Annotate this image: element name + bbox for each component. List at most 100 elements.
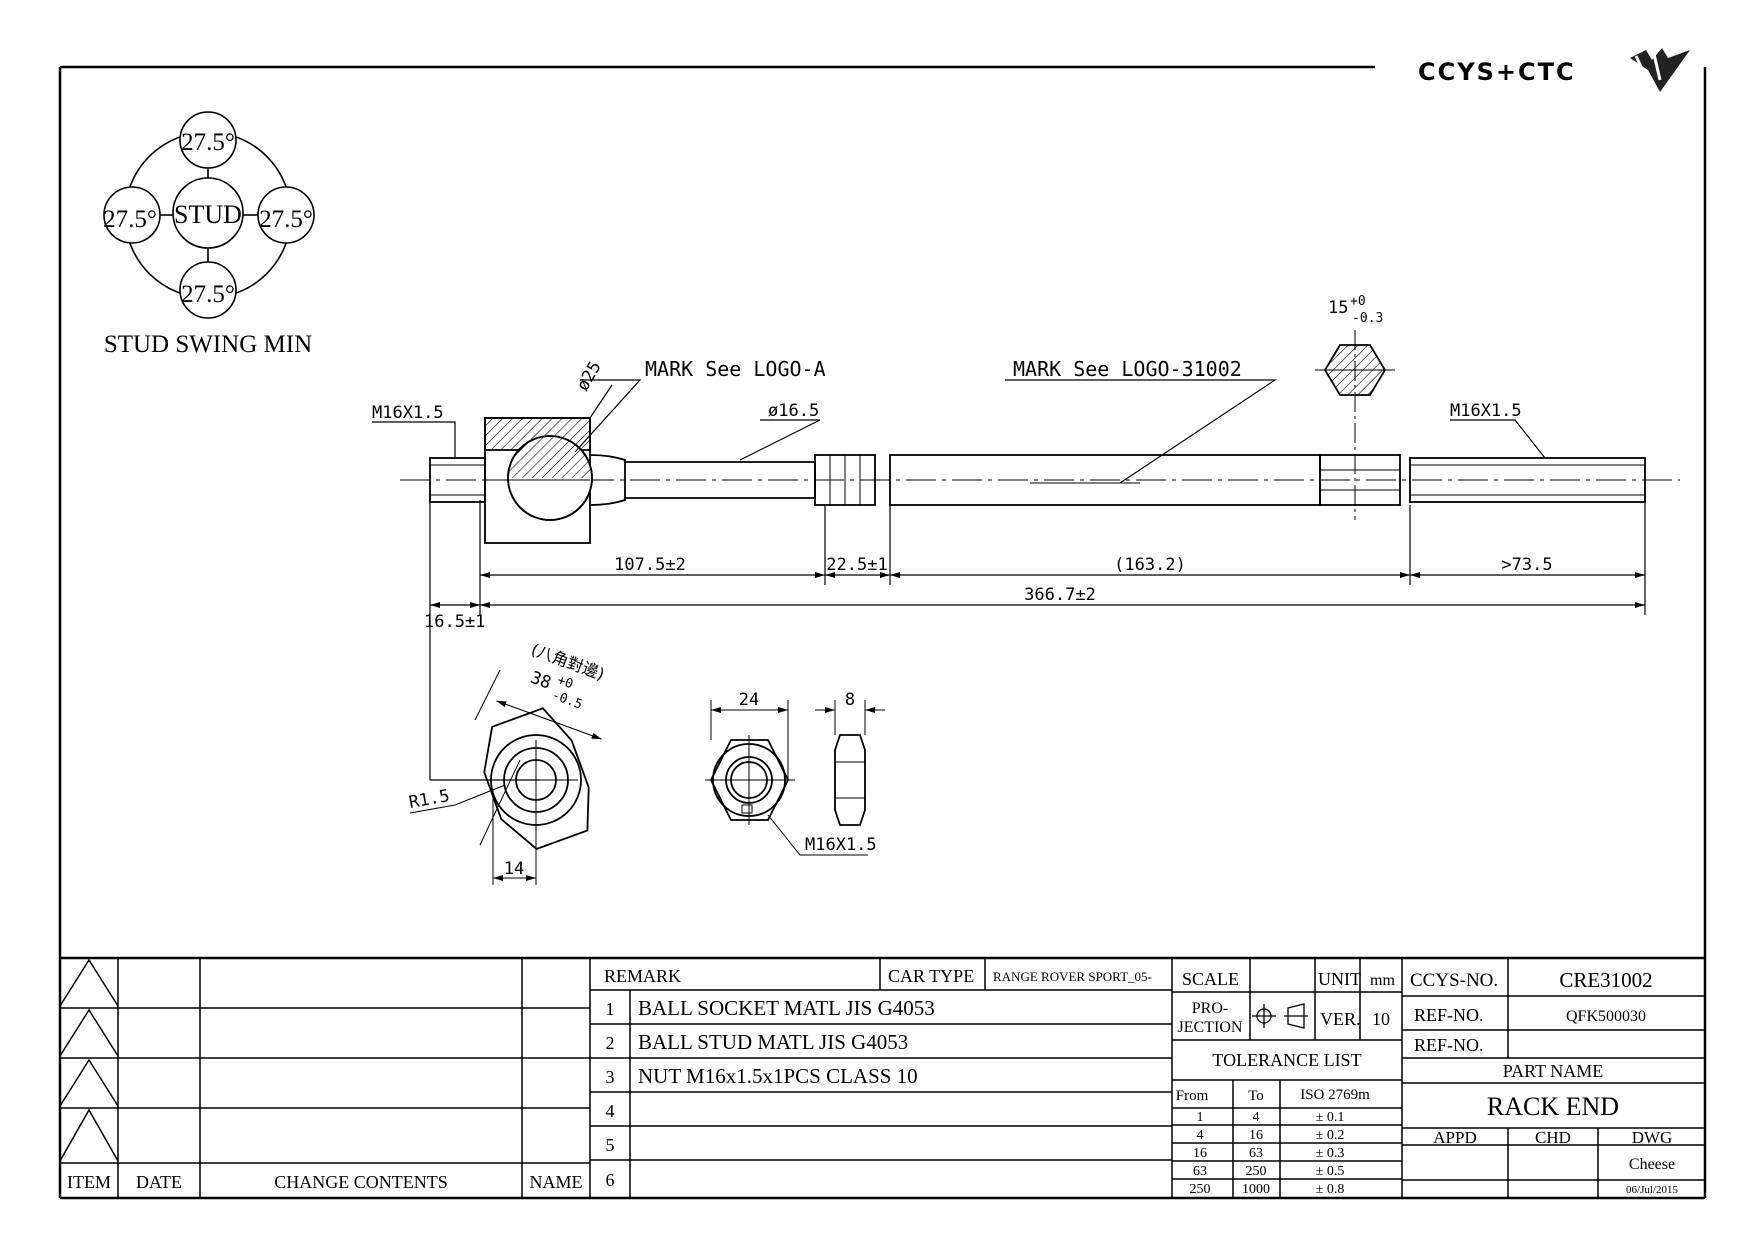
tol-row-3-from: 16 bbox=[1193, 1146, 1207, 1161]
scale-label: SCALE bbox=[1182, 969, 1239, 989]
mark-a-label: MARK See LOGO-A bbox=[645, 357, 826, 381]
tolerance-content: SCALE UNIT mm PRO- JECTION VER. 10 TOLER… bbox=[1176, 969, 1396, 1197]
tol-row-4-from: 63 bbox=[1193, 1164, 1207, 1179]
header-name: NAME bbox=[530, 1172, 583, 1192]
tol-row-2-to: 16 bbox=[1249, 1128, 1263, 1143]
remark-label: REMARK bbox=[604, 966, 681, 986]
ccys-no-label: CCYS-NO. bbox=[1410, 970, 1498, 991]
ref-no2-label: REF-NO. bbox=[1414, 1035, 1484, 1055]
tol-header-iso: ISO 2769m bbox=[1300, 1087, 1370, 1103]
part-name-label: PART NAME bbox=[1503, 1061, 1603, 1081]
octagon-tol-upper: +0 bbox=[555, 673, 575, 692]
ref-no-label: REF-NO. bbox=[1414, 1005, 1484, 1025]
radius-label: R1.5 bbox=[407, 786, 451, 813]
stud-swing-labels: STUD 27.5° 27.5° 27.5° 27.5° STUD SWING … bbox=[103, 129, 313, 358]
octagon-end-view bbox=[409, 669, 602, 885]
flat-tol-upper: +0 bbox=[1350, 294, 1366, 309]
tol-row-2-value: ± 0.2 bbox=[1316, 1128, 1345, 1143]
tol-row-3-to: 63 bbox=[1249, 1146, 1263, 1161]
ver-value: 10 bbox=[1372, 1009, 1390, 1029]
octagon-labels: (八角對邊) 38 +0 -0.5 R1.5 14 bbox=[407, 640, 607, 879]
remark-no-6: 6 bbox=[606, 1170, 615, 1190]
flat-label: 15 bbox=[1328, 298, 1348, 318]
octagon-size: 38 bbox=[528, 668, 554, 694]
remark-no-4: 4 bbox=[606, 1101, 615, 1121]
logo-text: CCYS+CTC bbox=[1418, 58, 1576, 86]
revision-headers: ITEM DATE CHANGE CONTENTS NAME bbox=[67, 1172, 583, 1192]
chd-label: CHD bbox=[1535, 1128, 1571, 1147]
drawing-date: 06/Jul/2015 bbox=[1626, 1184, 1678, 1196]
mark-b-label: MARK See LOGO-31002 bbox=[1013, 357, 1242, 381]
appd-label: APPD bbox=[1433, 1128, 1476, 1147]
slot-label: 14 bbox=[504, 859, 524, 879]
tol-row-2-from: 4 bbox=[1197, 1128, 1204, 1143]
swing-angle-top: 27.5° bbox=[181, 129, 235, 156]
dim-total: 366.7±2 bbox=[1024, 585, 1096, 605]
dim-107-5: 107.5±2 bbox=[614, 555, 686, 575]
thread-right-label: M16X1.5 bbox=[1450, 401, 1522, 421]
unit-value: mm bbox=[1370, 972, 1395, 989]
nut-views bbox=[705, 700, 885, 856]
stud-swing-caption: STUD SWING MIN bbox=[104, 331, 312, 358]
remarks-table bbox=[590, 956, 1173, 1198]
drawing-frame bbox=[58, 65, 1707, 1200]
dwg-label: DWG bbox=[1632, 1128, 1673, 1147]
shaft-dia-label: ø16.5 bbox=[768, 401, 819, 421]
tol-row-1-value: ± 0.1 bbox=[1316, 1110, 1345, 1125]
header-date: DATE bbox=[136, 1172, 182, 1192]
nut-thread-label: M16X1.5 bbox=[805, 835, 877, 855]
flat-tol-lower: -0.3 bbox=[1352, 311, 1383, 326]
stud-swing-diagram bbox=[103, 111, 315, 319]
swing-angle-bottom: 27.5° bbox=[181, 281, 235, 308]
tol-header-to: To bbox=[1248, 1088, 1264, 1104]
title-block-content: CCYS-NO. CRE31002 REF-NO. QFK500030 REF-… bbox=[1410, 968, 1678, 1196]
nut-width-label: 24 bbox=[739, 690, 759, 710]
rack-end-side-view bbox=[400, 330, 1680, 544]
tolerance-title: TOLERANCE LIST bbox=[1212, 1050, 1361, 1070]
remark-text-3: NUT M16x1.5x1PCS CLASS 10 bbox=[638, 1064, 918, 1088]
tol-row-4-value: ± 0.5 bbox=[1316, 1164, 1345, 1179]
dim-163-2: (163.2) bbox=[1114, 555, 1186, 575]
car-type-value: RANGE ROVER SPORT_05- bbox=[993, 969, 1152, 984]
nut-thickness-label: 8 bbox=[845, 690, 855, 710]
remark-no-3: 3 bbox=[606, 1067, 615, 1087]
dim-22-5: 22.5±1 bbox=[826, 555, 887, 575]
projection-symbol-icon bbox=[1252, 1003, 1308, 1029]
unit-label: UNIT bbox=[1318, 969, 1361, 989]
dimension-lines bbox=[372, 379, 1646, 781]
part-name-value: RACK END bbox=[1487, 1092, 1619, 1121]
remark-text-2: BALL STUD MATL JIS G4053 bbox=[638, 1030, 908, 1054]
remark-no-2: 2 bbox=[606, 1033, 615, 1053]
socket-dia-label: ø25 bbox=[573, 358, 606, 395]
revision-table bbox=[59, 956, 591, 1198]
dim-73-5: >73.5 bbox=[1501, 555, 1552, 575]
thread-left-label: M16X1.5 bbox=[372, 403, 444, 423]
tolerance-block bbox=[1172, 956, 1403, 1198]
nut-labels: 24 8 M16X1.5 bbox=[739, 690, 877, 855]
ref-no-value: QFK500030 bbox=[1566, 1008, 1646, 1025]
projection-label-1: PRO- bbox=[1192, 1000, 1228, 1017]
title-block bbox=[1402, 956, 1705, 1198]
dimension-labels: M16X1.5 M16X1.5 ø25 ø16.5 MARK See LOGO-… bbox=[372, 294, 1553, 632]
dim-offset: 16.5±1 bbox=[424, 612, 485, 632]
remark-no-1: 1 bbox=[606, 999, 615, 1019]
car-type-label: CAR TYPE bbox=[888, 966, 974, 986]
tol-row-5-value: ± 0.8 bbox=[1316, 1182, 1345, 1197]
tol-row-4-to: 250 bbox=[1246, 1164, 1267, 1179]
ver-label: VER. bbox=[1320, 1009, 1361, 1029]
ccys-no-value: CRE31002 bbox=[1559, 968, 1652, 992]
dwg-by: Cheese bbox=[1629, 1156, 1675, 1173]
logo-mark-icon bbox=[1630, 48, 1690, 92]
tol-row-5-from: 250 bbox=[1190, 1182, 1211, 1197]
tol-header-from: From bbox=[1176, 1088, 1209, 1104]
tol-row-3-value: ± 0.3 bbox=[1316, 1146, 1345, 1161]
tol-row-5-to: 1000 bbox=[1242, 1182, 1270, 1197]
header-item: ITEM bbox=[67, 1172, 111, 1192]
swing-angle-left: 27.5° bbox=[103, 206, 157, 233]
company-logo: CCYS+CTC bbox=[1418, 48, 1690, 92]
octagon-tol-lower: -0.5 bbox=[550, 688, 585, 713]
tol-row-1-to: 4 bbox=[1253, 1110, 1260, 1125]
remark-no-5: 5 bbox=[606, 1135, 615, 1155]
tol-row-1-from: 1 bbox=[1197, 1110, 1204, 1125]
